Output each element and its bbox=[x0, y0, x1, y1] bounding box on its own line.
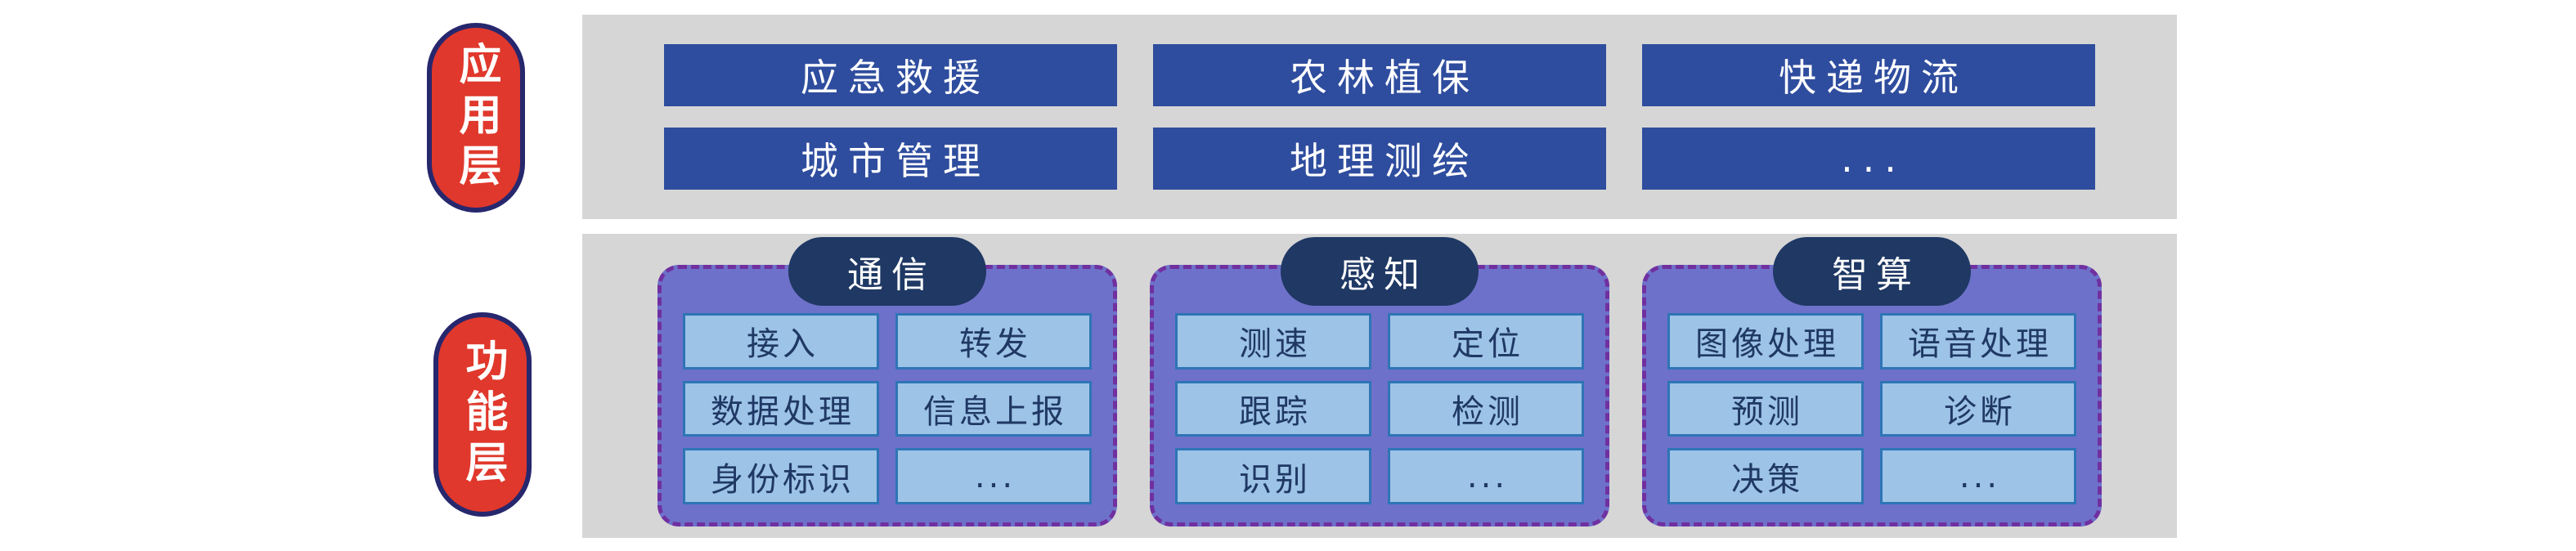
function-cell-data-processing: 数据处理 bbox=[683, 380, 879, 437]
group-intelligent-computing-box: 图像处理 语音处理 预测 诊断 决策 ... bbox=[1642, 265, 2102, 526]
function-cell-forwarding: 转发 bbox=[895, 313, 1092, 370]
function-cell-detection: 检测 bbox=[1388, 380, 1584, 437]
function-cell-speech-processing: 语音处理 bbox=[1880, 313, 2076, 370]
function-cell-diagnosis: 诊断 bbox=[1880, 380, 2076, 437]
group-communication-box: 接入 转发 数据处理 信息上报 身份标识 ... bbox=[657, 265, 1117, 526]
group-communication-title: 通信 bbox=[788, 237, 986, 306]
application-layer-label-text: 应用层 bbox=[451, 42, 500, 194]
application-layer-label: 应用层 bbox=[427, 23, 525, 213]
function-cell-computing-more: ... bbox=[1880, 448, 2076, 504]
application-item-city-management: 城市管理 bbox=[664, 128, 1117, 190]
group-intelligent-computing: 智算 图像处理 语音处理 预测 诊断 决策 ... bbox=[1642, 234, 2102, 538]
application-item-express-logistics: 快递物流 bbox=[1642, 44, 2095, 106]
function-cell-decision: 决策 bbox=[1667, 448, 1864, 504]
function-cell-communication-more: ... bbox=[895, 448, 1092, 504]
function-cell-info-reporting: 信息上报 bbox=[895, 380, 1092, 437]
function-cell-recognition: 识别 bbox=[1175, 448, 1371, 504]
group-intelligent-computing-title: 智算 bbox=[1773, 237, 1971, 306]
application-layer-panel: 应急救援 农林植保 快递物流 城市管理 地理测绘 ... bbox=[582, 15, 2177, 219]
group-perception-box: 测速 定位 跟踪 检测 识别 ... bbox=[1150, 265, 1609, 526]
function-cell-image-processing: 图像处理 bbox=[1667, 313, 1864, 370]
function-cell-prediction: 预测 bbox=[1667, 380, 1864, 437]
function-layer-label-text: 功能层 bbox=[458, 338, 507, 491]
function-cell-access: 接入 bbox=[683, 313, 879, 370]
group-perception: 感知 测速 定位 跟踪 检测 识别 ... bbox=[1150, 234, 1609, 538]
application-item-emergency-rescue: 应急救援 bbox=[664, 44, 1117, 106]
application-item-more: ... bbox=[1642, 128, 2095, 190]
application-item-geographic-surveying: 地理测绘 bbox=[1153, 128, 1606, 190]
function-cell-identity: 身份标识 bbox=[683, 448, 879, 504]
function-layer-panel: 通信 接入 转发 数据处理 信息上报 身份标识 ... 感知 测速 定位 跟踪 … bbox=[582, 234, 2177, 538]
function-layer-label: 功能层 bbox=[433, 312, 532, 517]
group-perception-title: 感知 bbox=[1281, 237, 1479, 306]
application-item-agriculture-forestry: 农林植保 bbox=[1153, 44, 1606, 106]
function-cell-perception-more: ... bbox=[1388, 448, 1584, 504]
function-cell-tracking: 跟踪 bbox=[1175, 380, 1371, 437]
function-cell-positioning: 定位 bbox=[1388, 313, 1584, 370]
function-cell-speed-measure: 测速 bbox=[1175, 313, 1371, 370]
group-communication: 通信 接入 转发 数据处理 信息上报 身份标识 ... bbox=[657, 234, 1117, 538]
